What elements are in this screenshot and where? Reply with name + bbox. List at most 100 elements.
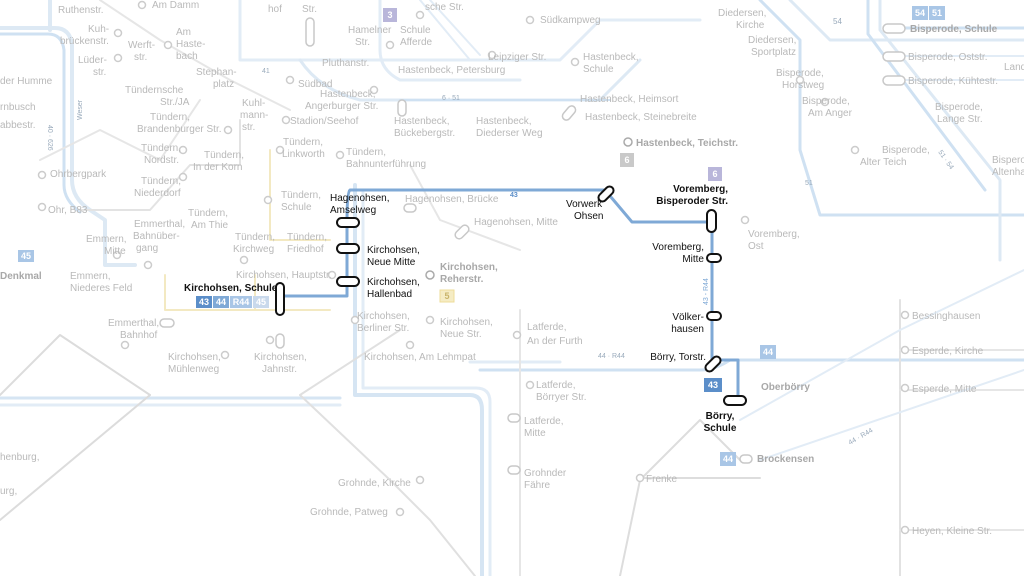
svg-text:Voremberg,: Voremberg,	[748, 229, 800, 240]
faded-stops	[23, 0, 910, 535]
svg-text:Schule: Schule	[583, 64, 614, 75]
svg-text:Amselweg: Amselweg	[330, 205, 376, 216]
svg-text:gang: gang	[136, 243, 158, 254]
svg-text:Sportplatz: Sportplatz	[751, 47, 796, 58]
svg-text:40 · 626: 40 · 626	[46, 125, 53, 151]
svg-text:44: 44	[216, 297, 226, 307]
svg-text:Reherstr.: Reherstr.	[440, 274, 484, 285]
svg-text:Ohr, B83: Ohr, B83	[48, 205, 88, 216]
svg-text:sche Str.: sche Str.	[425, 2, 464, 13]
svg-text:45: 45	[21, 251, 31, 261]
svg-text:Börry, Torstr.: Börry, Torstr.	[650, 352, 706, 363]
svg-text:Mitte: Mitte	[104, 246, 126, 257]
svg-text:Bahnüber-: Bahnüber-	[133, 231, 180, 242]
stop-vorwerk-ohsen	[597, 185, 615, 203]
svg-text:Tündern,: Tündern,	[281, 190, 321, 201]
svg-text:Bisperode,: Bisperode,	[992, 155, 1024, 166]
svg-text:Bisperode,: Bisperode,	[802, 96, 850, 107]
stop-kirchohsen-schule	[275, 282, 285, 316]
svg-text:Kirchohsen,: Kirchohsen,	[440, 317, 493, 328]
stop-hagenohsen-amselweg	[336, 217, 360, 228]
svg-text:Weser: Weser	[77, 99, 84, 120]
svg-text:Esperde, Kirche: Esperde, Kirche	[912, 346, 984, 357]
svg-text:der Humme: der Humme	[0, 76, 53, 87]
svg-text:Grohnde, Kirche: Grohnde, Kirche	[338, 478, 411, 489]
svg-text:Tündern,: Tündern,	[283, 137, 323, 148]
svg-text:Hagenohsen,: Hagenohsen,	[330, 193, 390, 204]
svg-text:Südkampweg: Südkampweg	[540, 15, 601, 26]
route-43-stops	[275, 185, 747, 406]
svg-text:Tündern,: Tündern,	[141, 176, 181, 187]
svg-text:Tündern,: Tündern,	[346, 147, 386, 158]
svg-text:Tündern,: Tündern,	[141, 143, 181, 154]
svg-text:6: 6	[624, 155, 629, 165]
svg-text:Bahnunterführung: Bahnunterführung	[346, 159, 426, 170]
svg-text:Bisperode,: Bisperode,	[935, 102, 983, 113]
svg-text:Voremberg,: Voremberg,	[673, 184, 728, 195]
svg-text:Hastenbeck, Steinebreite: Hastenbeck, Steinebreite	[585, 112, 697, 123]
svg-text:Diedersen,: Diedersen,	[718, 8, 766, 19]
svg-text:hof: hof	[268, 4, 282, 15]
svg-text:bach: bach	[176, 51, 198, 62]
stop-voremberg-bisperoder-str	[706, 209, 717, 233]
svg-text:Altenhagen: Altenhagen	[992, 167, 1024, 178]
svg-text:str.: str.	[242, 122, 255, 133]
svg-text:Voremberg,: Voremberg,	[652, 242, 704, 253]
svg-text:Kuhl-: Kuhl-	[242, 98, 265, 109]
svg-text:Kirchohsen,: Kirchohsen,	[367, 245, 420, 256]
svg-text:Tündern,: Tündern,	[235, 232, 275, 243]
svg-text:Alter Teich: Alter Teich	[860, 157, 907, 168]
svg-text:Neue Str.: Neue Str.	[440, 329, 482, 340]
svg-text:Str.: Str.	[302, 4, 317, 15]
svg-text:Tündernsche: Tündernsche	[125, 85, 184, 96]
svg-text:hausen: hausen	[671, 324, 704, 335]
svg-text:mann-: mann-	[240, 110, 268, 121]
svg-text:Oberbörry: Oberbörry	[761, 382, 810, 393]
svg-text:Börry,: Börry,	[706, 411, 735, 422]
svg-text:3: 3	[387, 10, 392, 20]
svg-text:Tündern,: Tündern,	[204, 150, 244, 161]
svg-text:Kuh-: Kuh-	[88, 24, 109, 35]
svg-text:Grohnder: Grohnder	[524, 468, 567, 479]
svg-text:Bisperode, Oststr.: Bisperode, Oststr.	[908, 52, 987, 63]
svg-text:Hastenbeck,: Hastenbeck,	[394, 116, 450, 127]
svg-text:Ohrbergpark: Ohrbergpark	[50, 169, 107, 180]
svg-text:Neue Mitte: Neue Mitte	[367, 257, 416, 268]
svg-text:Hastenbeck, Teichstr.: Hastenbeck, Teichstr.	[636, 138, 738, 149]
svg-text:Brandenburger Str.: Brandenburger Str.	[137, 124, 222, 135]
svg-text:Str./JA: Str./JA	[160, 97, 190, 108]
svg-text:Kirchohsen,: Kirchohsen,	[168, 352, 221, 363]
svg-text:Denkmal: Denkmal	[0, 271, 42, 282]
stop-voelkerhausen	[706, 311, 722, 321]
svg-text:Latferde,: Latferde,	[524, 416, 563, 427]
svg-text:Esperde, Mitte: Esperde, Mitte	[912, 384, 977, 395]
svg-text:Berliner Str.: Berliner Str.	[357, 323, 409, 334]
svg-text:Bisperode,: Bisperode,	[776, 68, 824, 79]
svg-text:Hastenbeck,: Hastenbeck,	[476, 116, 532, 127]
svg-text:Bisperode, Kühtestr.: Bisperode, Kühtestr.	[908, 76, 998, 87]
svg-text:Völker-: Völker-	[672, 312, 704, 323]
svg-text:Str.: Str.	[355, 37, 370, 48]
svg-text:abbestr.: abbestr.	[0, 120, 36, 131]
svg-text:Werft-: Werft-	[128, 40, 155, 51]
svg-text:Ohsen: Ohsen	[574, 211, 603, 222]
svg-text:Landst: Landst	[1004, 62, 1024, 73]
svg-text:Angerburger Str.: Angerburger Str.	[305, 101, 378, 112]
svg-text:Lange Str.: Lange Str.	[937, 114, 983, 125]
svg-text:51 · 54: 51 · 54	[936, 149, 954, 171]
svg-text:Afferde: Afferde	[400, 37, 432, 48]
svg-text:Bückebergstr.: Bückebergstr.	[394, 128, 455, 139]
svg-text:str.: str.	[134, 52, 147, 63]
svg-text:Schule: Schule	[281, 202, 312, 213]
svg-text:Emmerthal,: Emmerthal,	[108, 318, 159, 329]
svg-text:Tündern,: Tündern,	[287, 232, 327, 243]
svg-text:5: 5	[444, 291, 449, 301]
svg-text:urg,: urg,	[0, 486, 17, 497]
svg-text:R44: R44	[233, 297, 250, 307]
svg-text:Leipziger Str.: Leipziger Str.	[488, 52, 546, 63]
svg-text:Tündern,: Tündern,	[188, 208, 228, 219]
svg-text:54: 54	[915, 8, 925, 18]
svg-text:Südbad: Südbad	[298, 79, 332, 90]
stop-kirchohsen-neue-mitte	[336, 243, 360, 254]
